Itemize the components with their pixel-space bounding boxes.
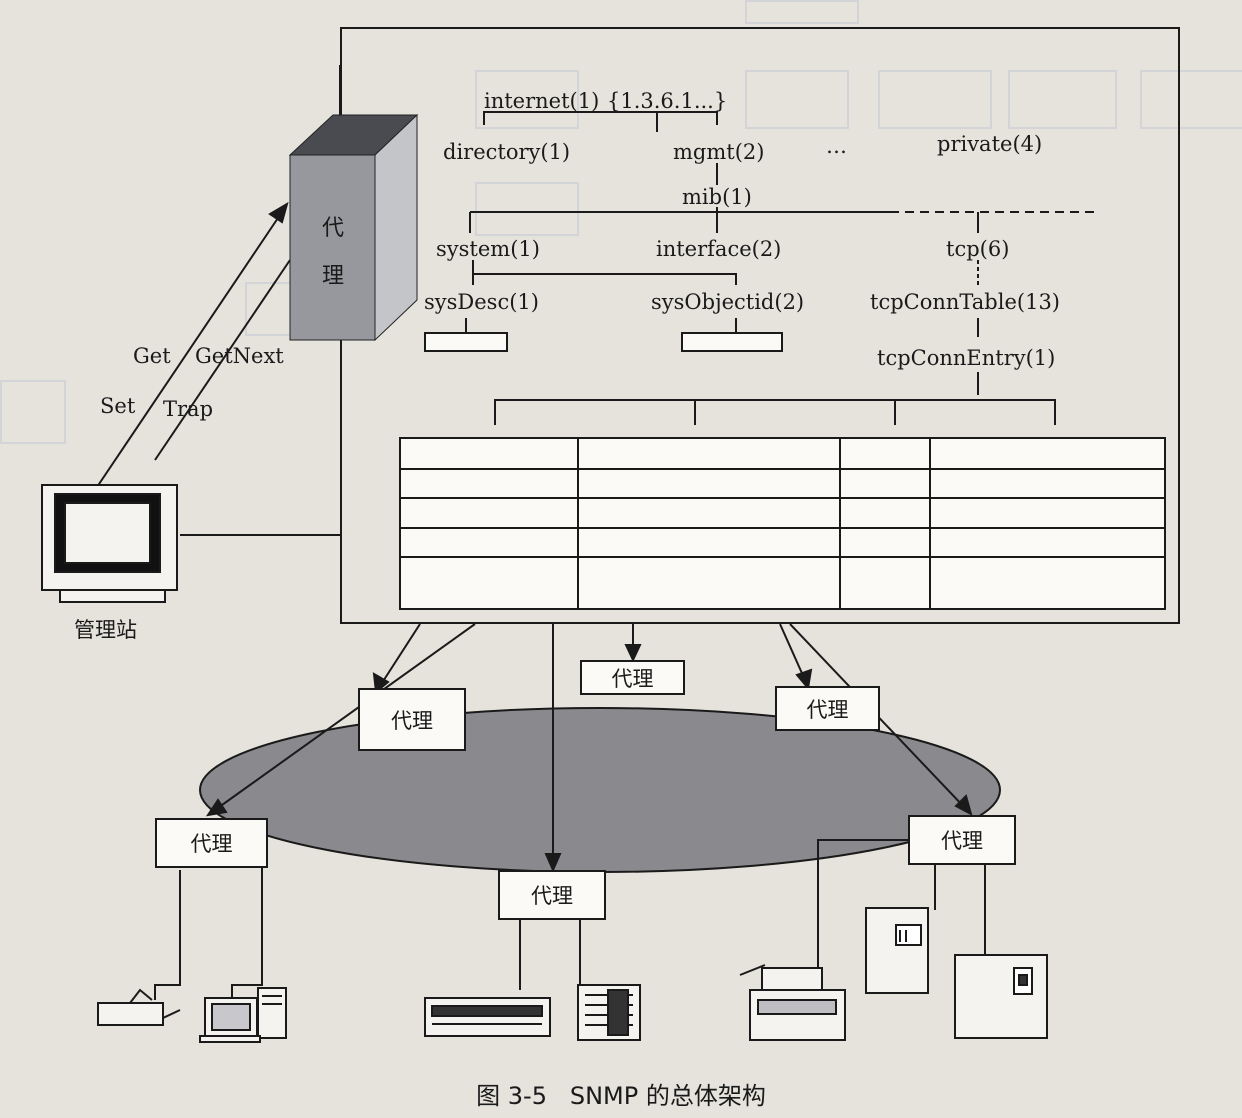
op-trap: Trap: [163, 397, 214, 421]
mib-node-mgmt: mgmt(2): [673, 140, 765, 164]
mib-container: [340, 27, 1180, 624]
agent-box: 代理: [908, 815, 1016, 865]
mib-node-mib: mib(1): [682, 185, 752, 209]
ghost-box: [878, 70, 992, 129]
agent-box: 代理: [155, 818, 268, 868]
mib-node-sysobjectid: sysObjectid(2): [651, 290, 805, 314]
ghost-box: [0, 380, 66, 444]
figure-caption: 图 3-5 SNMP 的总体架构: [476, 1082, 766, 1110]
mib-node-oid: {1.3.6.1...}: [607, 89, 728, 113]
agent-box: 代理: [498, 870, 606, 920]
printer-device: [97, 988, 181, 1026]
ghost-box: [1140, 70, 1242, 129]
mib-node-system: system(1): [436, 237, 540, 261]
agent-box: 代理: [775, 686, 880, 731]
mib-node-tcpconntable: tcpConnTable(13): [870, 290, 1060, 314]
agent-box: 代理: [580, 660, 685, 695]
ghost-box: [475, 182, 579, 236]
mib-node-directory: directory(1): [443, 140, 571, 164]
ghost-box: [745, 0, 859, 24]
manager-label: 管理站: [74, 618, 137, 642]
main-agent-label: 代 理: [322, 216, 345, 289]
server-device: [424, 984, 641, 1041]
mib-ellipsis: …: [826, 134, 847, 158]
ghost-box: [745, 70, 849, 129]
mib-node-tcp: tcp(6): [946, 237, 1010, 261]
ghost-box: [1008, 70, 1117, 129]
mib-node-private: private(4): [937, 132, 1043, 156]
op-get: Get: [133, 344, 171, 368]
agent-box: 代理: [358, 688, 466, 751]
mib-node-sysdesc: sysDesc(1): [424, 290, 539, 314]
ghost-box: [475, 70, 579, 129]
mib-node-interface: interface(2): [656, 237, 782, 261]
copier-device: [739, 964, 846, 1041]
mib-node-internet: internet(1): [484, 89, 600, 113]
manager-computer: [41, 484, 178, 603]
op-getnext: GetNext: [195, 344, 284, 368]
op-set: Set: [100, 394, 136, 418]
cabinet-device: [865, 907, 1048, 1039]
mib-node-tcpconnentry: tcpConnEntry(1): [877, 346, 1056, 370]
pc-device: [199, 987, 287, 1043]
network-ellipse: [199, 707, 1001, 873]
